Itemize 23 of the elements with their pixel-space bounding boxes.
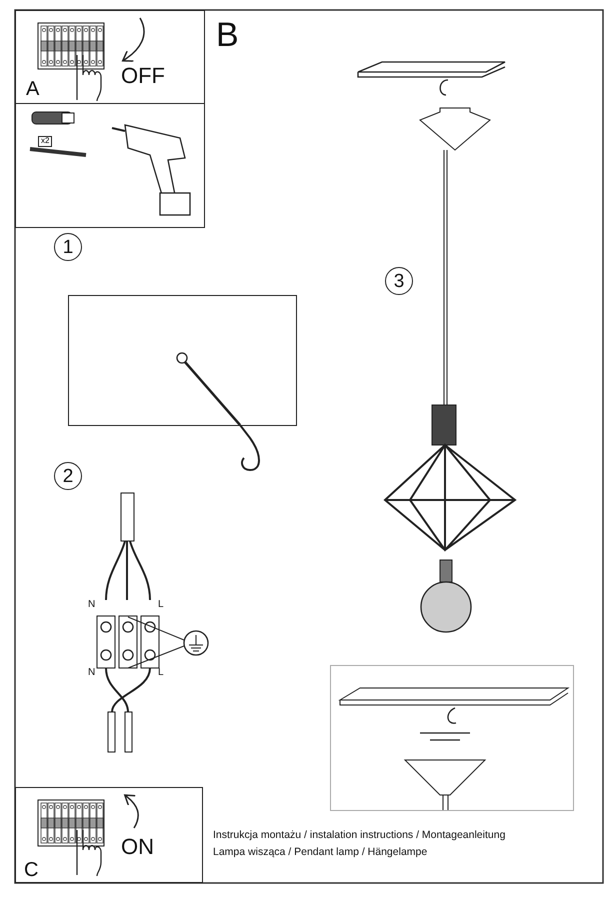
switch-state-label: ON xyxy=(121,836,154,858)
step-number-circle xyxy=(385,267,413,295)
quantity-label: x2 xyxy=(38,136,52,147)
instruction-panel xyxy=(15,10,205,104)
caption-line: Lampa wisząca / Pendant lamp / Hängelampe xyxy=(213,846,428,858)
switch-state-label: OFF xyxy=(121,65,165,87)
wire-label: L xyxy=(158,600,164,610)
panel-letter: A xyxy=(26,79,40,99)
step-number: 3 xyxy=(394,272,404,290)
wire-label: N xyxy=(88,600,96,610)
step-number-circle xyxy=(54,462,82,490)
step-number-circle xyxy=(54,233,82,261)
wire-label: L xyxy=(158,668,164,678)
instruction-panel xyxy=(15,787,203,883)
section-letter: B xyxy=(216,18,239,52)
panel-letter: C xyxy=(24,860,38,880)
step-number: 1 xyxy=(62,238,74,256)
step-number: 2 xyxy=(62,466,74,486)
caption-line: Instrukcja montażu / instalation instructions / Montageanleitung xyxy=(213,829,506,841)
wire-label: N xyxy=(88,668,96,678)
inset-panel xyxy=(330,665,574,811)
instruction-panel xyxy=(15,103,205,228)
instruction-panel xyxy=(68,295,297,426)
